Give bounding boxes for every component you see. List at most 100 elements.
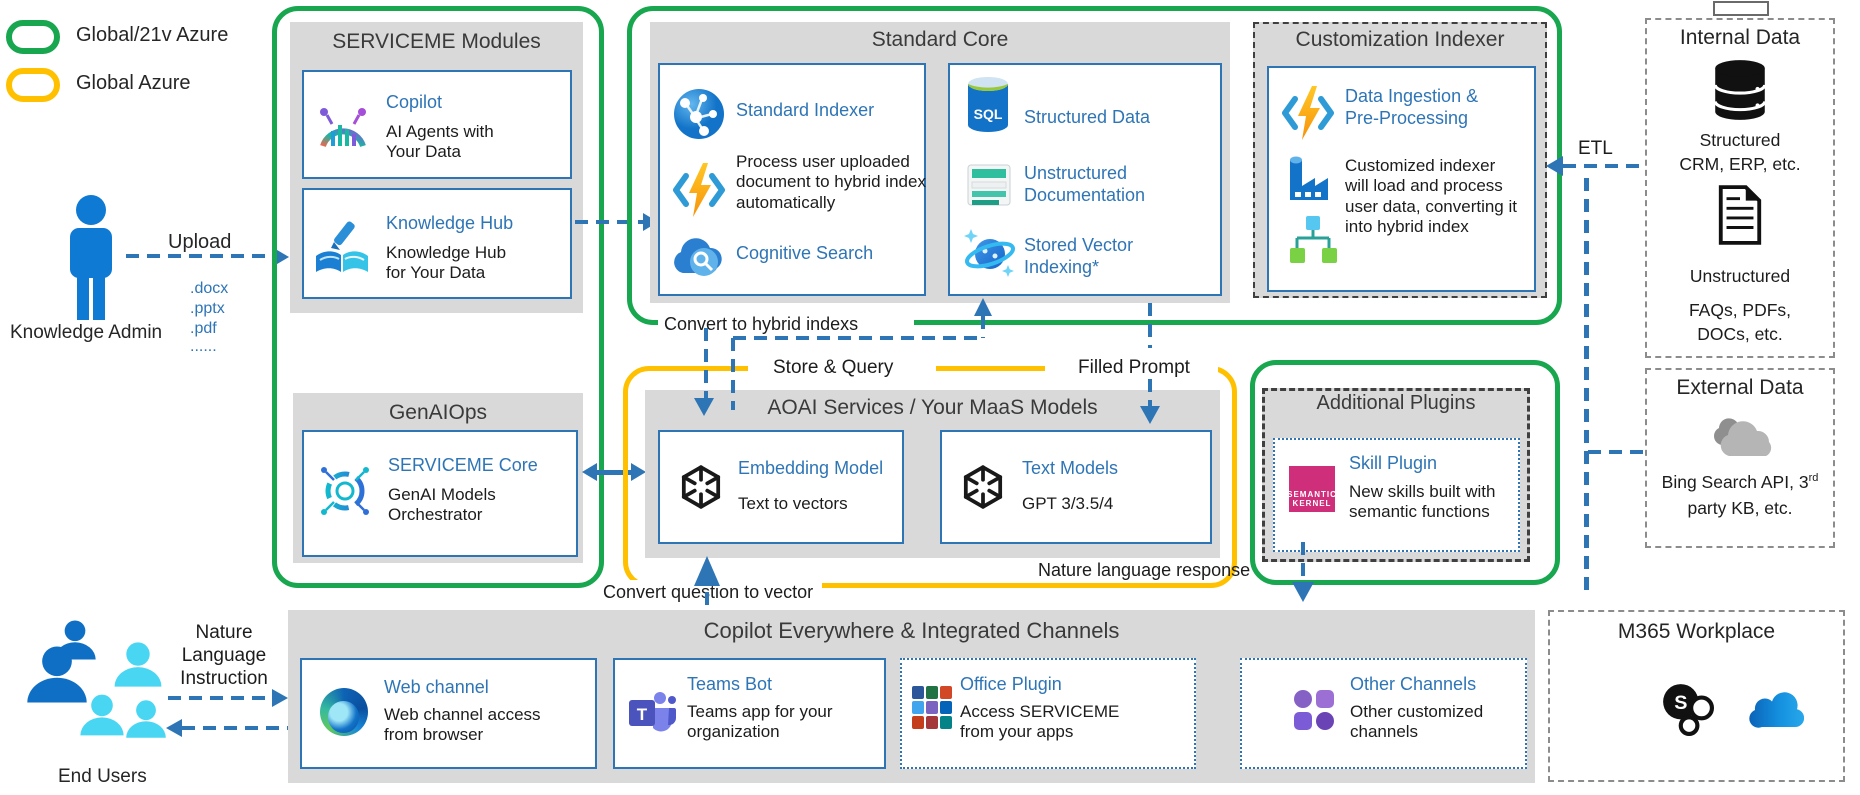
text-models-card: Text Models GPT 3/3.5/4 (940, 430, 1212, 544)
knowledge-hub-card: Knowledge Hub Knowledge Hub for Your Dat… (302, 188, 572, 299)
structured-data-label: Structured Data (1024, 107, 1151, 127)
upload-arrow-line (126, 254, 272, 258)
nature-response-label: Nature language response (1038, 560, 1251, 580)
onedrive-icon (1748, 692, 1805, 735)
web-channel-card: Web channel Web channel access from brow… (300, 658, 597, 769)
file-type-pptx: .pptx (190, 300, 225, 317)
end-user-icon (124, 700, 168, 743)
copilot-card-body: AI Agents with Your Data (386, 122, 494, 162)
internal-data-title: Internal Data (1679, 26, 1801, 49)
user-request-arrowhead (272, 689, 288, 707)
filled-prompt-arrowhead (1140, 406, 1160, 424)
etl-vertical-line (1584, 178, 1589, 596)
orchestrator-icon (316, 460, 374, 527)
document-icon (1715, 184, 1765, 251)
etl-label: ETL (1578, 138, 1613, 159)
serviceme-core-card: SERVICEME Core GenAI Models Orchestrator (302, 430, 578, 557)
hybrid-down-arrowhead (694, 398, 714, 416)
etl-line (1563, 164, 1643, 168)
filled-prompt-line-top (1148, 303, 1152, 348)
copilot-card-title: Copilot (386, 92, 443, 112)
semantic-kernel-text-2: KERNEL (1292, 499, 1332, 508)
data-ingestion-card: Data Ingestion & Pre-Processing Customiz… (1267, 66, 1536, 292)
stored-vector-label: Stored Vector Indexing* (1024, 235, 1134, 277)
knowledge-hub-icon (312, 220, 372, 279)
office-plugin-card: Office Plugin Access SERVICEME from your… (900, 658, 1196, 769)
m365-workplace-box (1548, 610, 1845, 782)
hybrid-down-line (704, 328, 708, 398)
embedding-model-body: Text to vectors (738, 494, 848, 513)
web-channel-title: Web channel (384, 677, 489, 697)
office-apps-grid-icon (912, 686, 952, 729)
stored-vector-icon (962, 225, 1018, 288)
etl-arrowhead (1546, 156, 1563, 176)
genaiops-aoai-arrowhead-left (582, 463, 597, 481)
nature-response-line (1301, 542, 1305, 582)
end-user-icon (112, 642, 164, 692)
other-channels-icon (1292, 688, 1336, 737)
svg-text:T: T (637, 705, 648, 724)
filled-prompt-label: Filled Prompt (1078, 357, 1190, 378)
copilot-icon (314, 100, 372, 155)
knowledge-admin-person-icon (60, 194, 122, 327)
customization-indexer-title: Customization Indexer (1295, 28, 1505, 51)
top-tab-shape (1713, 1, 1769, 16)
file-type-docx: .docx (190, 280, 229, 297)
data-ingestion-lightning-icon (1281, 84, 1335, 147)
store-query-up-line (981, 316, 985, 338)
openai-icon (958, 462, 1008, 517)
user-request-line (168, 696, 272, 700)
convert-question-line (705, 592, 709, 610)
nature-instruction-label: Nature Language Instruction (180, 622, 268, 689)
internal-unstructured-label: Unstructured (1689, 266, 1791, 286)
svg-text:S: S (1674, 692, 1687, 714)
skill-plugin-body: New skills built with semantic functions (1349, 482, 1496, 522)
aoai-title: AOAI Services / Your MaaS Models (767, 396, 1098, 419)
file-type-pdf: .pdf (190, 320, 217, 337)
office-plugin-title: Office Plugin (960, 674, 1062, 694)
user-response-arrowhead (166, 719, 182, 737)
cognitive-search-icon (670, 231, 726, 286)
semantic-kernel-icon: SEMANTIC KERNEL (1287, 466, 1337, 512)
genaiops-aoai-arrowhead-right (631, 463, 646, 481)
internal-structured-src-label: CRM, ERP, etc. (1679, 154, 1801, 174)
sharepoint-icon: S (1660, 682, 1714, 741)
legend-yellow-pill-icon (6, 68, 60, 102)
internal-structured-label: Structured (1699, 130, 1781, 150)
legend-green-pill-icon (6, 20, 60, 54)
teams-bot-title: Teams Bot (687, 674, 773, 694)
sql-database-icon: SQL (964, 75, 1012, 138)
channels-title: Copilot Everywhere & Integrated Channels (703, 618, 1120, 643)
convert-hybrid-label: Convert to hybrid indexs (664, 314, 859, 334)
teams-bot-card: T Teams Bot Teams app for your organizat… (613, 658, 886, 769)
embedding-model-title: Embedding Model (738, 458, 884, 478)
external-kb-label: party KB, etc. (1687, 498, 1793, 518)
external-data-box (1645, 368, 1835, 548)
end-users-label: End Users (58, 766, 147, 787)
semantic-kernel-text-1: SEMANTIC (1287, 490, 1337, 499)
skill-plugin-card: SEMANTIC KERNEL Skill Plugin New skills … (1273, 438, 1520, 552)
standard-indexer-icon (672, 87, 726, 146)
internal-docs-label: DOCs, etc. (1697, 324, 1783, 344)
standard-indexer-card: Standard Indexer Process user uploaded d… (658, 63, 926, 296)
external-data-title: External Data (1676, 376, 1804, 399)
knowledge-hub-card-body: Knowledge Hub for Your Data (386, 243, 507, 283)
external-bing-text: Bing Search API, 3 (1661, 472, 1809, 492)
unstructured-doc-icon (966, 163, 1012, 212)
global-21v-azure-container-plugins (1250, 360, 1560, 585)
openai-icon (676, 462, 726, 517)
convert-question-arrowhead (694, 556, 720, 586)
factory-icon (1283, 152, 1333, 209)
convert-question-label-bg (600, 580, 822, 602)
unstructured-doc-label: Unstructured Documentation (1024, 163, 1146, 205)
serviceme-modules-title: SERVICEME Modules (332, 30, 541, 53)
upload-label: Upload (168, 231, 232, 253)
other-channels-title: Other Channels (1350, 674, 1477, 694)
office-plugin-body: Access SERVICEME from your apps (960, 702, 1120, 742)
external-data-stub-line (1588, 450, 1645, 454)
serviceme-to-core-line (575, 220, 643, 224)
store-query-up-arrowhead (974, 298, 992, 316)
store-query-label: Store & Query (773, 357, 894, 378)
other-channels-body: Other customized channels (1350, 702, 1484, 742)
